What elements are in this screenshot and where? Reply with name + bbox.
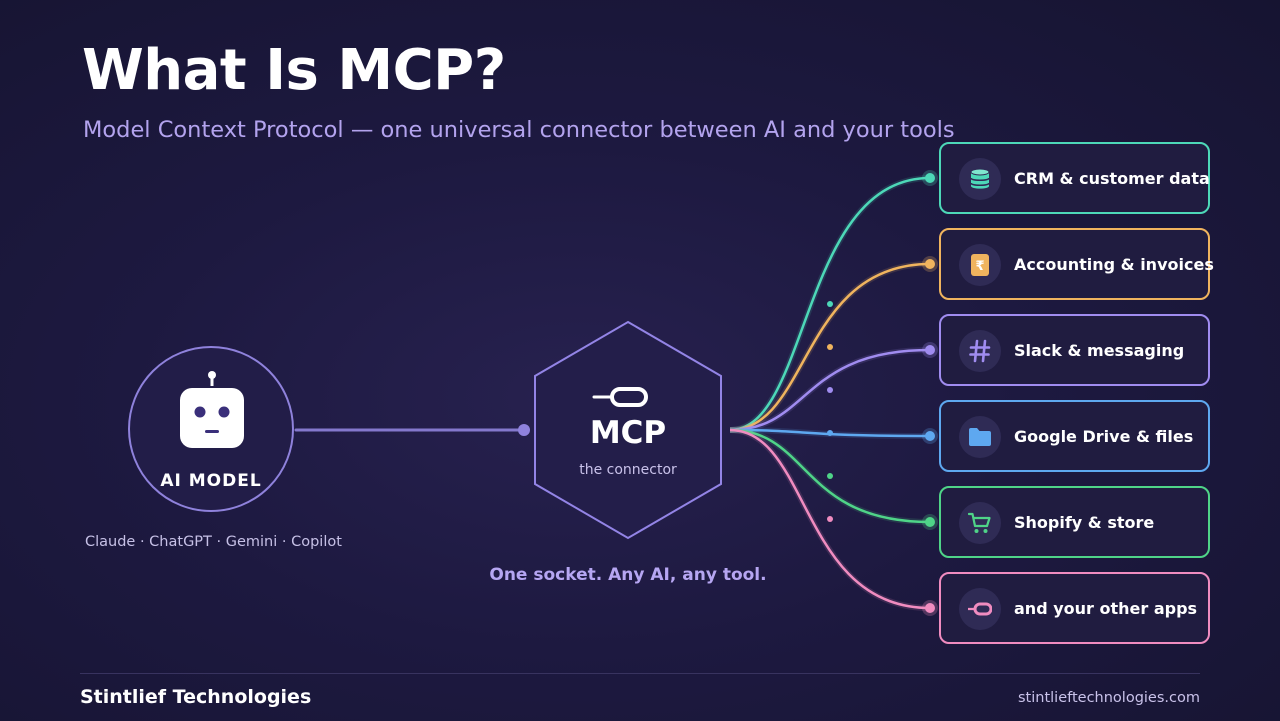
tool-branch-endpoint — [925, 345, 935, 355]
tool-branch-endpoint — [925, 603, 935, 613]
tool-branch-line — [729, 176, 931, 432]
robot-icon — [180, 371, 244, 448]
tool-card-shopify: Shopify & store — [939, 486, 1210, 558]
tool-card-other-apps: and your other apps — [939, 572, 1210, 644]
ai-to-mcp-dot — [518, 424, 530, 436]
mcp-sublabel: the connector — [579, 462, 677, 478]
tool-branch-endpoint — [925, 517, 935, 527]
tool-branch-endpoint — [925, 431, 935, 441]
plug-icon — [968, 602, 992, 616]
mcp-hexagon — [534, 320, 722, 540]
hash-icon — [969, 339, 991, 363]
tool-branch-endpoint — [925, 259, 935, 269]
tool-branch-line — [729, 428, 931, 438]
tool-label-crm: CRM & customer data — [1014, 169, 1210, 188]
tool-label-slack: Slack & messaging — [1014, 341, 1185, 360]
mcp-label: MCP — [589, 415, 667, 451]
tool-branch-midpoint — [827, 344, 833, 350]
tool-label-drive: Google Drive & files — [1014, 427, 1194, 446]
tool-branch-line — [729, 348, 931, 432]
tool-label-accounting: Accounting & invoices — [1014, 255, 1214, 274]
tool-branch-line — [729, 428, 931, 524]
tool-branch-line — [729, 428, 931, 610]
cart-icon — [968, 512, 991, 533]
tool-card-accounting: ₹ Accounting & invoices — [939, 228, 1214, 300]
tool-branch-midpoint — [827, 473, 833, 479]
page-title: What Is MCP? — [82, 38, 506, 103]
ai-model-examples: Claude · ChatGPT · Gemini · Copilot — [85, 534, 342, 550]
tool-label-shopify: Shopify & store — [1014, 513, 1155, 532]
tool-branches — [729, 170, 938, 616]
company-website: stintlieftechnologies.com — [1018, 690, 1200, 706]
plug-icon — [592, 387, 648, 407]
footer-divider — [80, 673, 1200, 674]
tool-branch-midpoint — [827, 516, 833, 522]
rupee-icon: ₹ — [971, 254, 989, 276]
tool-branch-midpoint — [827, 387, 833, 393]
database-icon — [970, 168, 990, 189]
tool-card-slack: Slack & messaging — [939, 314, 1210, 386]
folder-icon — [969, 428, 991, 446]
svg-text:₹: ₹ — [975, 259, 984, 274]
company-name: Stintlief Technologies — [80, 686, 312, 708]
tool-card-drive: Google Drive & files — [939, 400, 1210, 472]
tool-branch-midpoint — [827, 430, 833, 436]
page-subtitle: Model Context Protocol — one universal c… — [83, 117, 955, 143]
tool-branch-line — [729, 262, 931, 432]
tagline: One socket. Any AI, any tool. — [489, 565, 767, 585]
tool-label-other-apps: and your other apps — [1014, 599, 1198, 618]
ai-model-label: AI MODEL — [160, 471, 262, 491]
tool-card-crm: CRM & customer data — [939, 142, 1210, 214]
tool-branch-endpoint — [925, 173, 935, 183]
tool-branch-midpoint — [827, 301, 833, 307]
